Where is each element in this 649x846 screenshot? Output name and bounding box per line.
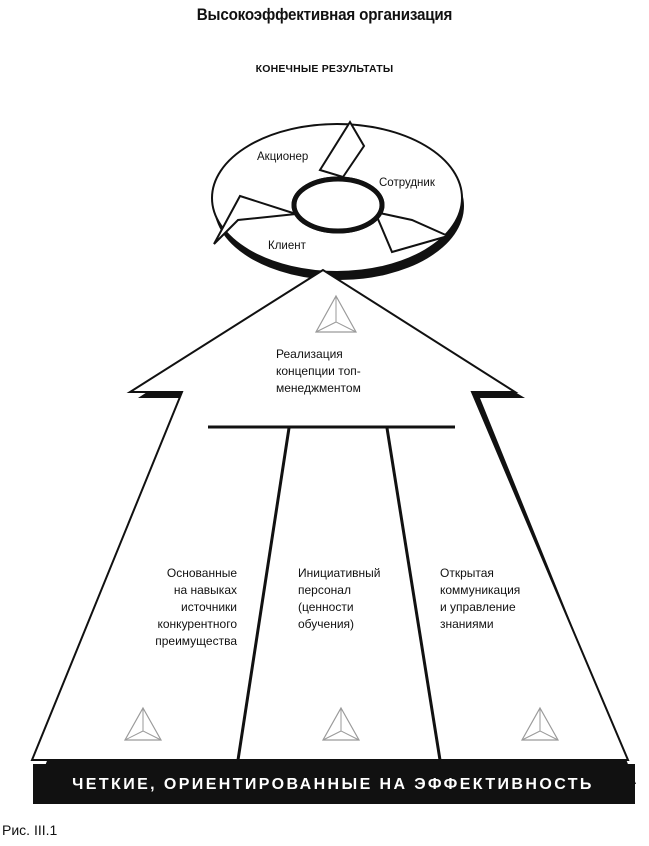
- banner-background: [33, 764, 635, 804]
- column-line: на навыках: [173, 583, 237, 597]
- column-line: Основанные: [166, 566, 237, 580]
- cycle-ring-inner-top: [291, 176, 385, 234]
- cycle-arrow-top: [318, 120, 366, 179]
- arrow-head-text: Реализация концепции топ- менеджментом: [276, 346, 396, 397]
- big-arrow-body: [30, 268, 630, 761]
- column-line: и управление: [440, 600, 516, 614]
- column-text-middle: Инициативный персонал (ценности обучения…: [298, 565, 398, 633]
- column-line: обучения): [298, 617, 355, 631]
- banner-text: ЧЕТКИЕ, ОРИЕНТИРОВАННЫЕ НА ЭФФЕКТИВНОСТЬ…: [72, 776, 594, 823]
- big-arrow: [30, 268, 636, 784]
- column-line: источники: [180, 600, 237, 614]
- column-line: конкурентного: [157, 617, 238, 631]
- cycle-label-employee: Сотрудник: [379, 177, 435, 189]
- triangle-icon: [321, 706, 361, 741]
- triangle-icon: [314, 294, 358, 333]
- column-divider-left: [236, 427, 291, 761]
- column-text-left: Основанные на навыках источники конкурен…: [130, 565, 237, 650]
- triangle-icon: [123, 706, 163, 741]
- column-line: (ценности: [298, 600, 354, 614]
- arrow-head-line: менеджментом: [276, 381, 361, 395]
- cycle-arrow-right: [373, 210, 451, 254]
- column-line: коммуникация: [440, 583, 521, 597]
- diagram-subtitle: КОНЕЧНЫЕ РЕЗУЛЬТАТЫ: [255, 63, 394, 75]
- column-text-right: Открытая коммуникация и управление знани…: [440, 565, 540, 633]
- figure-caption: Рис. III.1: [2, 822, 58, 838]
- triangle-icon: [520, 706, 560, 741]
- column-line: знаниями: [440, 617, 494, 631]
- column-line: преимущества: [155, 634, 237, 648]
- cycle-label-client: Клиент: [268, 240, 306, 252]
- cycle-arrow-left: [213, 194, 297, 245]
- arrow-head-line: Реализация: [276, 347, 343, 361]
- column-line: Инициативный: [298, 566, 381, 580]
- column-divider-right: [385, 427, 442, 761]
- column-line: персонал: [298, 583, 351, 597]
- cycle-ring: [211, 120, 464, 280]
- diagram-title: Высокоэффективная организация: [196, 6, 453, 24]
- cycle-label-shareholder: Акционер: [257, 151, 309, 163]
- arrow-head-line: концепции топ-: [276, 364, 361, 378]
- column-line: Открытая: [440, 566, 494, 580]
